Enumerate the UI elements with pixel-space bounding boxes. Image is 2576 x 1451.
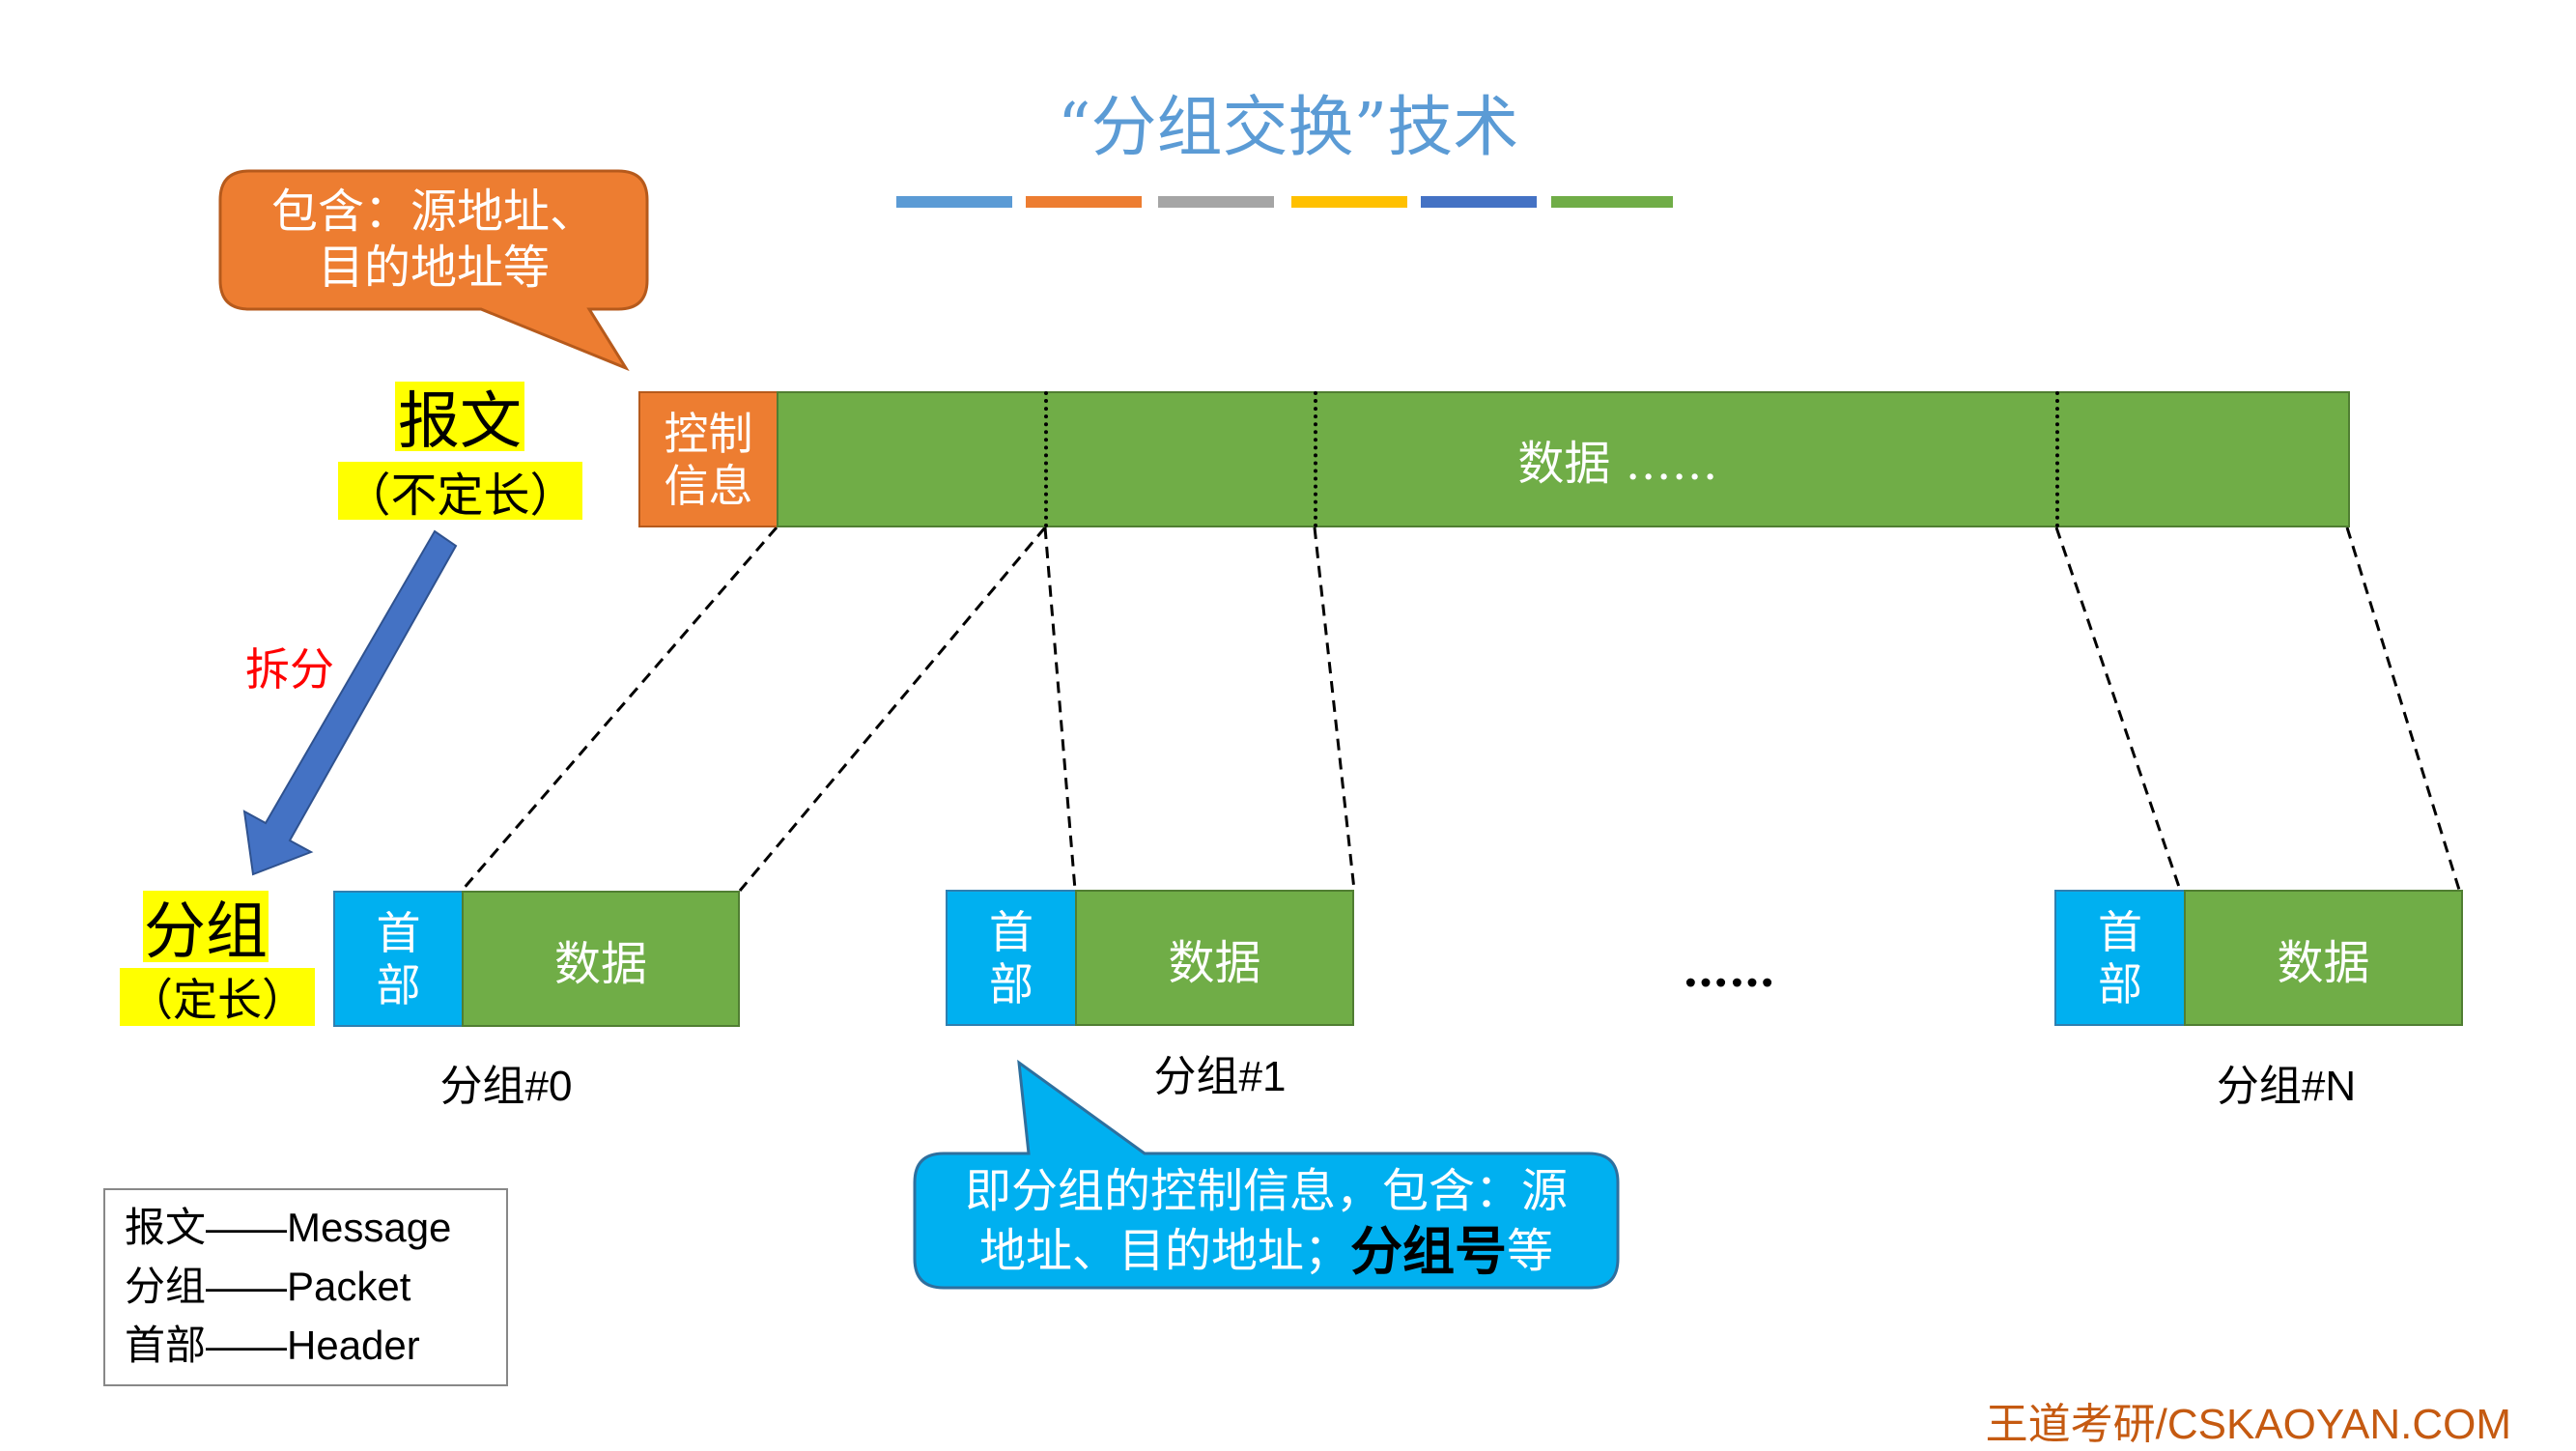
split-divider xyxy=(1314,391,1317,527)
header-text: 部 xyxy=(989,957,1033,1010)
packet-label: 分组 xyxy=(143,891,269,968)
message-data-segment xyxy=(777,391,2350,527)
header-text: 首 xyxy=(376,906,421,959)
callout-line: 包含：源地址、 xyxy=(270,185,596,239)
control-info-segment: 控制 信息 xyxy=(638,391,778,527)
control-info-text: 信息 xyxy=(664,459,753,512)
mapping-line xyxy=(1043,526,1077,891)
legend-item: 首部——Header xyxy=(125,1323,420,1368)
color-bar xyxy=(896,196,1012,208)
top-callout-shape xyxy=(218,169,649,372)
packet-caption: 分组#N xyxy=(2216,1063,2357,1110)
callout-line: 即分组的控制信息，包含：源 xyxy=(964,1164,1568,1218)
callout-line: 目的地址等 xyxy=(317,241,550,295)
callout-text: 等 xyxy=(1507,1224,1554,1278)
header-text: 部 xyxy=(2098,957,2142,1010)
split-label: 拆分 xyxy=(245,643,334,696)
control-info-text: 控制 xyxy=(664,407,753,460)
bottom-callout: 即分组的控制信息，包含：源 地址、目的地址；分组号等 xyxy=(915,1161,1618,1281)
callout-emphasis: 分组号 xyxy=(1350,1220,1507,1282)
legend-item: 报文——Message xyxy=(125,1205,452,1250)
color-bar xyxy=(1026,196,1142,208)
legend-box: 报文——Message 分组——Packet 首部——Header xyxy=(103,1188,508,1386)
header-text: 首 xyxy=(989,905,1033,958)
color-bar xyxy=(1158,196,1274,208)
callout-text: 地址、目的地址； xyxy=(978,1224,1350,1278)
packet-data: 数据 xyxy=(462,891,740,1027)
mapping-line xyxy=(738,526,1047,892)
packet-header: 首 部 xyxy=(946,890,1077,1026)
split-divider xyxy=(2055,391,2059,527)
callout-line: 地址、目的地址；分组号等 xyxy=(915,1221,1618,1281)
mapping-line xyxy=(460,526,778,892)
header-text: 部 xyxy=(376,958,421,1011)
mapping-line xyxy=(2345,526,2461,891)
packet-header: 首 部 xyxy=(333,891,464,1027)
mapping-line xyxy=(1313,526,1356,891)
packet-caption: 分组#0 xyxy=(439,1063,573,1110)
footer-brand: 王道考研/CSKAOYAN.COM xyxy=(1985,1401,2511,1448)
packet-caption: 分组#1 xyxy=(1153,1053,1287,1100)
bottom-callout-shape xyxy=(913,1059,1620,1290)
packet-data: 数据 xyxy=(2184,890,2463,1026)
message-label: 报文 xyxy=(395,382,524,458)
mapping-line xyxy=(2054,526,2182,891)
packet-header: 首 部 xyxy=(2054,890,2186,1026)
header-text: 首 xyxy=(2098,905,2142,958)
page-title: “分组交换”技术 xyxy=(1057,89,1519,166)
color-bar xyxy=(1421,196,1537,208)
split-arrow xyxy=(242,529,458,876)
packet-sublabel: （定长） xyxy=(120,968,315,1026)
packet-data: 数据 xyxy=(1075,890,1354,1026)
split-divider xyxy=(1044,391,1048,527)
ellipsis: …… xyxy=(1683,944,1775,998)
color-bar xyxy=(1291,196,1407,208)
top-callout: 包含：源地址、 目的地址等 xyxy=(220,184,647,296)
legend-item: 分组——Packet xyxy=(125,1264,411,1309)
color-bar xyxy=(1551,196,1673,208)
message-sublabel: （不定长） xyxy=(338,462,582,523)
message-data-text: 数据 …… xyxy=(1517,437,1718,491)
